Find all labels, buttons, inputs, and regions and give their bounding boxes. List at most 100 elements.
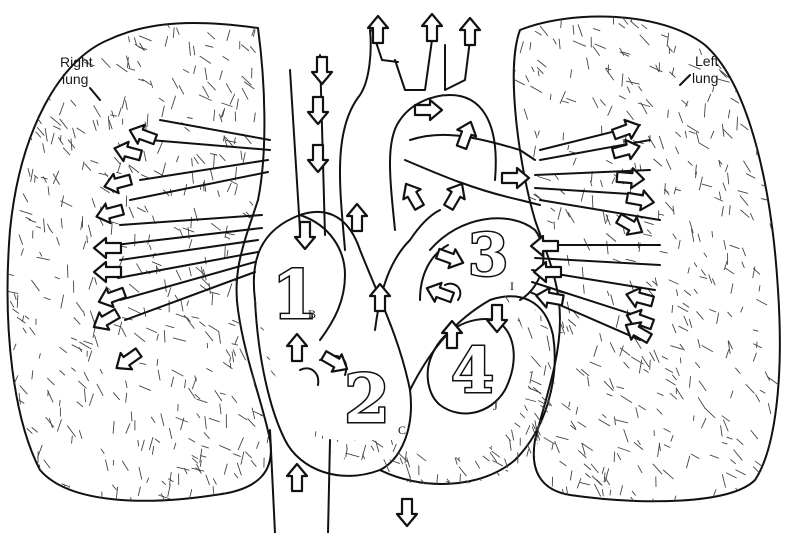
texture-stroke — [458, 416, 464, 419]
texture-stroke — [17, 317, 25, 323]
texture-stroke — [25, 316, 29, 319]
texture-stroke — [192, 158, 193, 165]
texture-stroke — [5, 467, 10, 471]
texture-stroke — [676, 368, 679, 376]
texture-stroke — [753, 353, 756, 361]
texture-stroke — [235, 337, 238, 344]
texture-stroke — [242, 45, 249, 51]
texture-stroke — [543, 470, 546, 477]
texture-stroke — [212, 293, 213, 305]
texture-stroke — [233, 454, 240, 457]
texture-stroke — [573, 158, 576, 165]
texture-stroke — [610, 379, 614, 389]
texture-stroke — [650, 360, 651, 369]
texture-stroke — [690, 377, 691, 388]
texture-stroke — [34, 38, 35, 42]
texture-stroke — [122, 97, 125, 108]
texture-stroke — [7, 125, 15, 127]
texture-stroke — [619, 24, 625, 28]
chamber-1-number: 1 — [272, 256, 318, 334]
texture-stroke — [694, 289, 697, 293]
texture-stroke — [101, 449, 104, 453]
texture-stroke — [77, 40, 78, 48]
texture-stroke — [617, 454, 620, 460]
texture-stroke — [233, 350, 235, 356]
texture-stroke — [240, 349, 246, 360]
texture-stroke — [516, 377, 527, 385]
texture-stroke — [601, 181, 603, 187]
texture-stroke — [666, 202, 674, 211]
texture-stroke — [475, 311, 479, 319]
texture-stroke — [553, 354, 554, 364]
texture-stroke — [255, 282, 260, 294]
texture-stroke — [202, 446, 209, 448]
texture-stroke — [413, 361, 418, 375]
texture-stroke — [45, 128, 47, 141]
texture-stroke — [741, 307, 743, 312]
texture-stroke — [437, 475, 438, 484]
texture-stroke — [413, 432, 416, 445]
texture-stroke — [728, 110, 730, 118]
texture-stroke — [205, 417, 206, 429]
texture-stroke — [437, 448, 440, 457]
texture-stroke — [534, 146, 536, 156]
texture-stroke — [483, 456, 489, 461]
texture-stroke — [26, 217, 31, 219]
texture-stroke — [778, 125, 782, 133]
texture-stroke — [547, 336, 550, 351]
texture-stroke — [712, 24, 721, 29]
texture-stroke — [227, 183, 231, 192]
texture-stroke — [535, 31, 541, 35]
texture-stroke — [726, 48, 727, 57]
texture-stroke — [403, 299, 404, 312]
texture-stroke — [223, 499, 226, 509]
texture-stroke — [724, 240, 726, 249]
texture-stroke — [694, 263, 697, 267]
texture-stroke — [513, 422, 520, 427]
texture-stroke — [189, 439, 195, 443]
texture-stroke — [506, 470, 516, 474]
texture-stroke — [668, 110, 669, 118]
texture-stroke — [518, 384, 522, 388]
texture-stroke — [185, 127, 190, 131]
texture-stroke — [696, 363, 700, 368]
texture-stroke — [464, 295, 472, 299]
texture-stroke — [310, 352, 320, 362]
texture-stroke — [378, 338, 381, 345]
texture-stroke — [23, 194, 28, 202]
texture-stroke — [140, 386, 151, 391]
texture-stroke — [462, 293, 466, 305]
texture-stroke — [250, 202, 253, 206]
texture-stroke — [322, 488, 326, 497]
texture-stroke — [282, 476, 284, 488]
texture-stroke — [65, 28, 73, 31]
texture-stroke — [284, 349, 289, 359]
texture-stroke — [722, 475, 725, 488]
texture-stroke — [454, 413, 460, 426]
texture-stroke — [340, 417, 342, 429]
texture-stroke — [524, 399, 535, 402]
texture-stroke — [778, 239, 787, 247]
texture-stroke — [712, 279, 715, 285]
texture-stroke — [408, 482, 410, 493]
flow-arrow-icon — [111, 344, 145, 376]
texture-stroke — [5, 375, 9, 380]
texture-stroke — [622, 74, 623, 87]
texture-stroke — [672, 496, 676, 508]
texture-stroke — [191, 217, 192, 227]
texture-stroke — [444, 311, 449, 316]
texture-stroke — [232, 352, 234, 362]
texture-stroke — [543, 449, 545, 461]
texture-stroke — [509, 402, 514, 410]
texture-stroke — [697, 312, 704, 320]
texture-stroke — [297, 371, 298, 376]
texture-stroke — [499, 480, 506, 484]
texture-stroke — [89, 225, 92, 237]
texture-stroke — [214, 110, 215, 121]
texture-stroke — [122, 328, 126, 336]
texture-stroke — [550, 94, 551, 99]
texture-stroke — [172, 370, 183, 376]
texture-stroke — [399, 386, 402, 399]
texture-stroke — [95, 278, 97, 284]
